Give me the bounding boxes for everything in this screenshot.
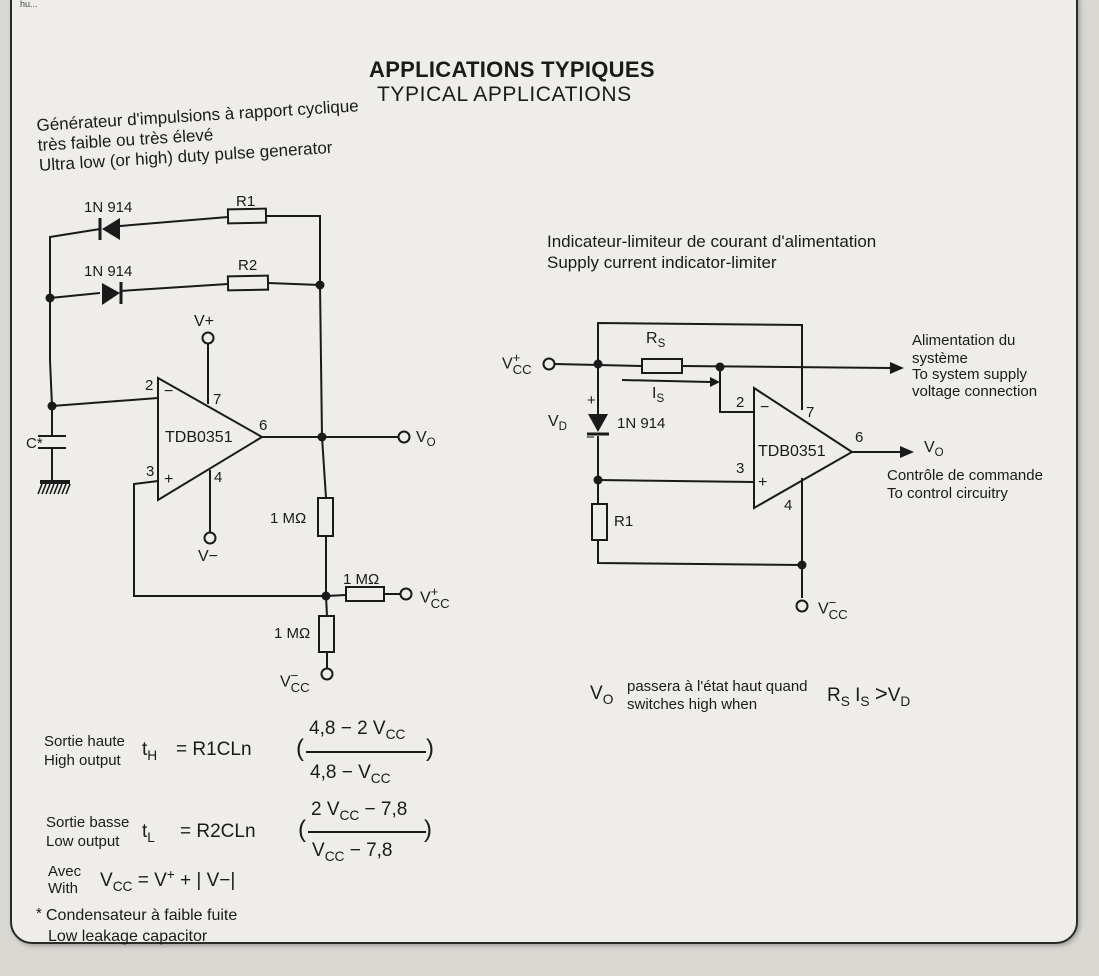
control-fr: Contrôle de commande xyxy=(887,467,1043,484)
datasheet-page xyxy=(10,0,1078,944)
condition-rs-is-vd: RS IS >VD xyxy=(827,681,911,709)
resistor-r1-left xyxy=(226,207,268,225)
resistor-1m-top-left xyxy=(317,497,334,537)
vcc-definition: VCC = V+ + | V−| xyxy=(100,867,236,894)
pin-7-left: 7 xyxy=(213,391,222,408)
supply-fr-2: système xyxy=(912,350,968,367)
resistor-1m-right-left xyxy=(345,586,385,602)
r1-label-right: R1 xyxy=(614,513,634,530)
supply-en-2: voltage connection xyxy=(912,383,1038,400)
pin-6-right: 6 xyxy=(855,429,864,446)
condition-text-fr: passera à l'état haut quand xyxy=(627,678,808,695)
vminus-label: V− xyxy=(198,548,219,565)
control-en: To control circuitry xyxy=(887,485,1008,502)
th-paren-close: ) xyxy=(426,735,434,762)
output-vo-right: VO xyxy=(924,439,944,460)
title-english: TYPICAL APPLICATIONS xyxy=(377,83,632,106)
vcc-plus-right: V+CC xyxy=(502,350,532,378)
title-french: APPLICATIONS TYPIQUES xyxy=(369,57,655,82)
with-en: With xyxy=(48,880,78,897)
res-1m-top-label: 1 MΩ xyxy=(270,510,307,527)
condition-vo: VO xyxy=(590,683,614,707)
low-output-en: Low output xyxy=(46,833,120,850)
vcc-minus-left: V−CC xyxy=(280,668,310,696)
resistor-rs xyxy=(641,358,683,374)
minus-sign-right: − xyxy=(760,399,770,416)
pin-2-left: 2 xyxy=(145,377,154,394)
tl-numerator: 2 VCC − 7,8 xyxy=(311,799,408,823)
footnote-fr: Condensateur à faible fuite xyxy=(46,907,238,924)
diode-right-label: 1N 914 xyxy=(617,415,666,432)
with-fr: Avec xyxy=(48,863,82,880)
resistor-1m-bottom-left xyxy=(318,615,335,653)
vcc-minus-right: V−CC xyxy=(818,595,848,623)
pin-4-right: 4 xyxy=(784,497,793,514)
pin-3-right: 3 xyxy=(736,460,745,477)
resistor-r1-right xyxy=(591,503,608,541)
pin-7-right: 7 xyxy=(806,404,815,421)
vd-label: VD xyxy=(548,413,567,434)
supply-en-1: To system supply xyxy=(912,366,1028,383)
is-label: IS xyxy=(652,385,665,406)
pin-6-left: 6 xyxy=(259,417,268,434)
capacitor-label: C* xyxy=(26,435,43,452)
tl-denominator: VCC − 7,8 xyxy=(312,840,393,864)
tl-fraction-bar xyxy=(308,831,426,833)
th-equals: = R1CLn xyxy=(176,739,252,760)
supply-fr-1: Alimentation du xyxy=(912,332,1016,349)
page-corner-mark: hu... xyxy=(20,0,38,9)
footnote-star: * xyxy=(36,905,42,922)
tl-paren-open: ( xyxy=(298,816,306,843)
left-circuit-wiring xyxy=(38,207,413,681)
resistor-r2-left xyxy=(226,274,270,292)
th-denominator: 4,8 − VCC xyxy=(310,762,391,786)
diode-left-2-body xyxy=(102,283,120,305)
opamp-left-label: TDB0351 xyxy=(165,429,233,446)
right-caption-fr: Indicateur-limiteur de courant d'aliment… xyxy=(547,232,877,251)
r2-label-left: R2 xyxy=(238,257,258,274)
footnote-en: Low leakage capacitor xyxy=(48,928,208,945)
th-numerator: 4,8 − 2 VCC xyxy=(309,718,406,742)
pin-3-left: 3 xyxy=(146,463,155,480)
res-1m-right-label: 1 MΩ xyxy=(343,571,380,588)
tl-symbol: tL xyxy=(142,821,155,845)
tl-equals: = R2CLn xyxy=(180,821,256,842)
diode-1-label: 1N 914 xyxy=(84,199,133,216)
diode-right-body xyxy=(588,414,608,432)
diode-minus-right: − xyxy=(586,429,595,446)
pin-4-left: 4 xyxy=(214,469,223,486)
th-symbol: tH xyxy=(142,739,158,763)
pin-2-right: 2 xyxy=(736,394,745,411)
vcc-plus-left: V+CC xyxy=(420,584,450,612)
plus-sign-left: + xyxy=(164,471,174,488)
res-1m-bottom-label: 1 MΩ xyxy=(274,625,311,642)
tl-paren-close: ) xyxy=(424,816,432,843)
rs-label: RS xyxy=(646,330,666,351)
vplus-label: V+ xyxy=(194,313,215,330)
right-caption-en: Supply current indicator-limiter xyxy=(547,253,777,272)
high-output-en: High output xyxy=(44,752,121,769)
low-output-fr: Sortie basse xyxy=(46,814,130,831)
diode-left-1-body xyxy=(102,218,120,240)
th-paren-open: ( xyxy=(296,735,304,762)
opamp-left-body xyxy=(157,376,264,502)
plus-sign-right: + xyxy=(758,474,768,491)
output-vo-left: VO xyxy=(416,429,436,450)
opamp-right-label: TDB0351 xyxy=(758,443,826,460)
minus-sign-left: − xyxy=(164,383,174,400)
high-output-fr: Sortie haute xyxy=(44,733,125,750)
r1-label-left: R1 xyxy=(236,193,256,210)
th-fraction-bar xyxy=(306,751,426,753)
diode-plus-right: + xyxy=(587,392,596,409)
diode-2-label: 1N 914 xyxy=(84,263,133,280)
condition-text-en: switches high when xyxy=(627,696,758,713)
